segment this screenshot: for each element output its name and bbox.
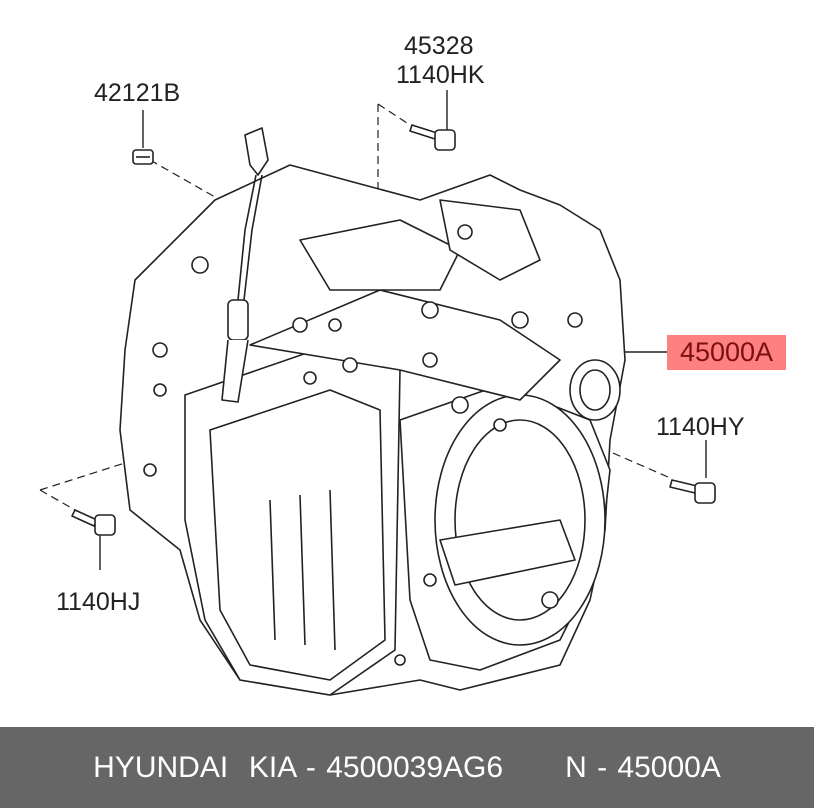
callout-1140HK: 1140HK [396, 61, 485, 89]
callout-1140HJ: 1140HJ [56, 588, 141, 616]
bolt-1140HY [669, 479, 716, 504]
part-number-footer: HYUNDAI KIA - 4500039AG6 N - 45000A [0, 727, 814, 808]
bolt-42121B [132, 149, 154, 165]
mounting-holes [143, 224, 583, 666]
transmission-body [119, 164, 626, 696]
bolt-1140HJ [71, 509, 116, 536]
footer-diagram-number: N - 45000A [565, 751, 721, 784]
callout-45000A-highlighted: 45000A [667, 335, 786, 370]
callout-1140HY: 1140HY [656, 413, 745, 441]
transmission-diagram [39, 90, 716, 696]
bolt-1140HK [409, 124, 456, 151]
dipstick [221, 127, 269, 403]
callout-42121B: 42121B [94, 79, 181, 107]
footer-brand-part: HYUNDAI KIA - 4500039AG6 [93, 751, 504, 784]
callout-45328: 45328 [404, 32, 474, 60]
